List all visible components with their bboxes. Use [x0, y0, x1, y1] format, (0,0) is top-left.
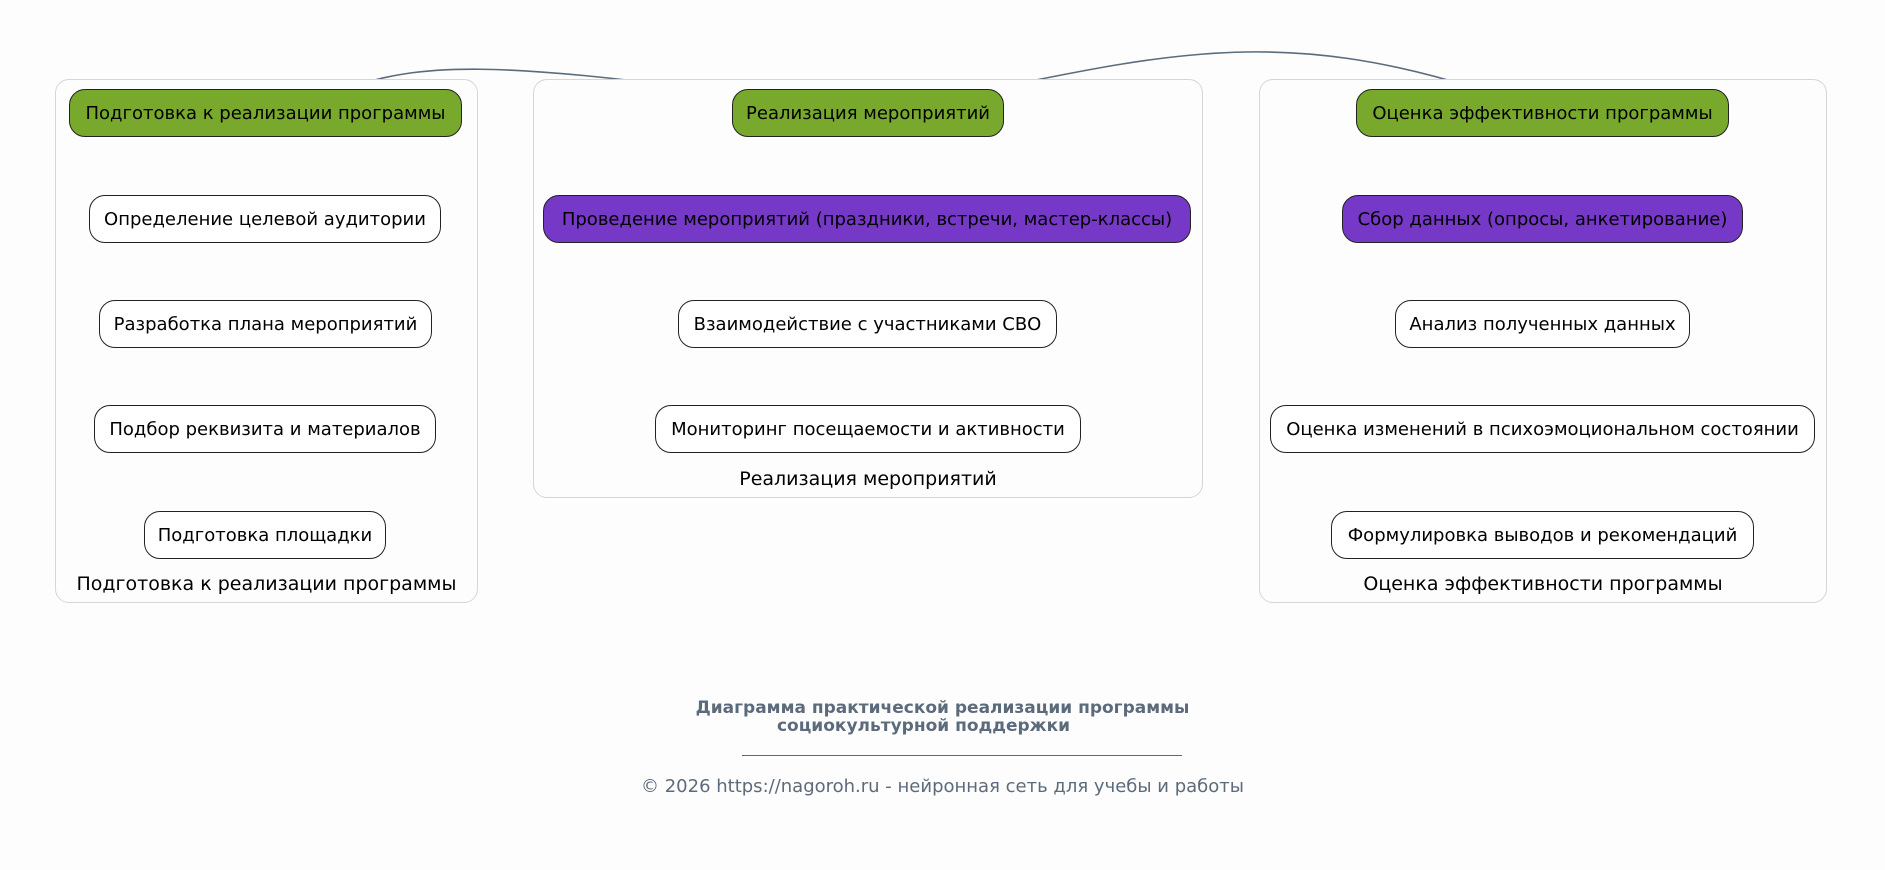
node-attendance-monitoring[interactable]: Мониторинг посещаемости и активности [655, 405, 1081, 453]
node-event-plan[interactable]: Разработка плана мероприятий [99, 300, 432, 348]
node-preparation-head[interactable]: Подготовка к реализации программы [69, 89, 462, 137]
node-svo-interaction[interactable]: Взаимодействие с участниками СВО [678, 300, 1057, 348]
cluster-label-evaluation: Оценка эффективности программы [1363, 573, 1723, 595]
node-implementation-head[interactable]: Реализация мероприятий [732, 89, 1004, 137]
node-evaluation-head[interactable]: Оценка эффективности программы [1356, 89, 1729, 137]
cluster-label-implementation: Реализация мероприятий [739, 468, 997, 490]
node-conclusions[interactable]: Формулировка выводов и рекомендаций [1331, 511, 1754, 559]
node-venue-prep[interactable]: Подготовка площадки [144, 511, 386, 559]
node-conduct-events[interactable]: Проведение мероприятий (праздники, встре… [543, 195, 1191, 243]
footer-divider [742, 755, 1182, 756]
node-target-audience[interactable]: Определение целевой аудитории [89, 195, 441, 243]
node-data-collection[interactable]: Сбор данных (опросы, анкетирование) [1342, 195, 1743, 243]
node-psycho-emotional-changes[interactable]: Оценка изменений в психоэмоциональном со… [1270, 405, 1815, 453]
node-props-materials[interactable]: Подбор реквизита и материалов [94, 405, 436, 453]
node-data-analysis[interactable]: Анализ полученных данных [1395, 300, 1690, 348]
cluster-label-preparation: Подготовка к реализации программы [76, 573, 457, 595]
footer-copyright[interactable]: © 2026 https://nagoroh.ru - нейронная се… [640, 776, 1244, 797]
diagram-title-line1: Диаграмма практической реализации програ… [695, 698, 1190, 718]
diagram-title-line2: социокультурной поддержки [776, 716, 1071, 736]
